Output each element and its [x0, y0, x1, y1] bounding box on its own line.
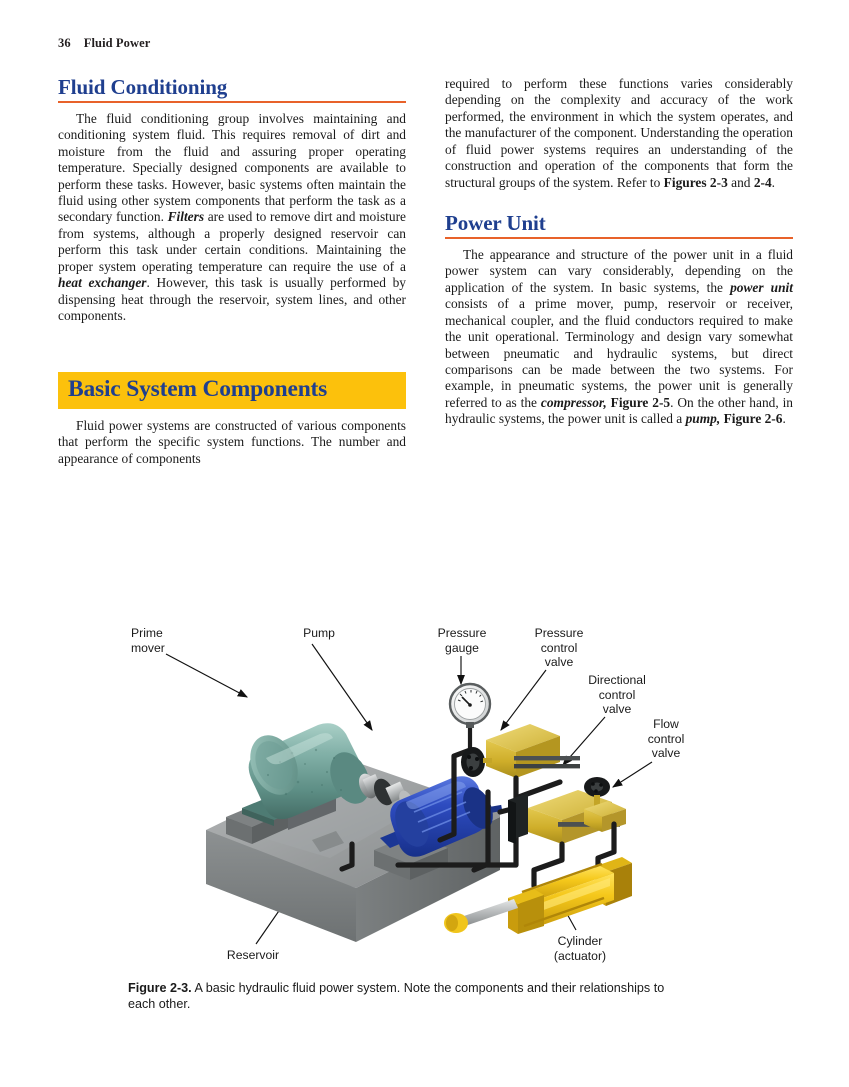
- figure-reference-2-3: Figures 2-3: [663, 174, 728, 190]
- figure-caption-label: Figure 2-3.: [128, 981, 192, 995]
- figure-label-prime-mover: Prime mover: [131, 626, 165, 655]
- gauge-branch-line: [437, 747, 473, 843]
- figure-label-directional-control-valve: Directional control valve: [588, 673, 646, 717]
- text-run: are used to remove dirt and moisture fro…: [58, 209, 406, 274]
- heading-power-unit: Power Unit: [445, 211, 546, 236]
- emphasis-power-unit: power unit: [730, 279, 793, 295]
- paragraph-fluid-conditioning: The fluid conditioning group involves ma…: [58, 111, 406, 325]
- figure-reference-2-5: Figure 2-5: [610, 394, 671, 410]
- paragraph-power-unit: The appearance and structure of the powe…: [445, 247, 793, 428]
- text-run: The fluid conditioning group involves ma…: [58, 110, 406, 225]
- figure-caption: Figure 2-3. A basic hydraulic fluid powe…: [128, 980, 690, 1012]
- emphasis-pump: pump,: [685, 411, 721, 427]
- section-spacer: [445, 191, 793, 212]
- text-run: . However, this task is usually performe…: [58, 275, 406, 324]
- figure-label-cylinder-actuator: Cylinder (actuator): [553, 934, 607, 963]
- figure-label-pump: Pump: [303, 626, 335, 640]
- prime-mover-motor: [242, 723, 370, 826]
- text-run: and: [727, 174, 754, 190]
- banner-following-text: Fluid power systems are constructed of v…: [58, 418, 406, 467]
- emphasis-compressor: compressor,: [540, 394, 607, 410]
- figure-label-flow-control-valve: Flow control valve: [647, 717, 685, 761]
- hydraulic-cylinder: [444, 857, 632, 934]
- emphasis-filters: Filters: [167, 209, 205, 225]
- figure-2-3: Prime mover Pump Pressure gauge Pressure…: [0, 612, 849, 1032]
- figure-caption-text: A basic hydraulic fluid power system. No…: [128, 981, 665, 1012]
- pressure-gauge: [448, 682, 492, 750]
- emphasis-heat-exchanger: heat exchanger: [58, 275, 147, 291]
- banner-basic-system-components: Basic System Components: [58, 371, 406, 409]
- paragraph-basic-system-components: Fluid power systems are constructed of v…: [58, 417, 406, 466]
- text-run: . On the other hand, in hydraulic system…: [445, 394, 793, 427]
- text-run: required to perform these functions vari…: [445, 76, 793, 190]
- figure-label-pressure-control-valve: Pressure control valve: [534, 626, 584, 670]
- text-run: .: [782, 411, 786, 427]
- heading-fluid-conditioning: Fluid Conditioning: [58, 75, 228, 99]
- text-run: The appearance and structure of the powe…: [445, 246, 793, 295]
- text-run: consists of a prime mover, pump, reservo…: [445, 296, 793, 410]
- page-number: 36: [58, 36, 71, 50]
- suction-line: [339, 841, 355, 872]
- left-column: Fluid Conditioning The fluid conditionin…: [58, 75, 406, 467]
- figure-label-pressure-gauge: Pressure gauge: [437, 626, 487, 655]
- right-column: required to perform these functions vari…: [445, 76, 793, 428]
- hydraulic-pump: [380, 776, 503, 857]
- body-columns: Fluid Conditioning The fluid conditionin…: [58, 75, 793, 467]
- book-title: Fluid Power: [83, 36, 151, 50]
- figure-reference-2-4: 2-4: [753, 174, 772, 190]
- heading-rule: [58, 101, 406, 103]
- running-head: 36 Fluid Power: [58, 36, 150, 51]
- heading-rule: [445, 237, 793, 239]
- banner-heading-text: Basic System Components: [68, 375, 328, 402]
- paragraph-continued: required to perform these functions vari…: [445, 76, 793, 191]
- figure-label-reservoir: Reservoir: [226, 948, 280, 962]
- pressure-control-valve: [461, 724, 580, 778]
- figure-reference-2-6: Figure 2-6: [723, 411, 783, 427]
- flow-control-valve: [584, 777, 626, 832]
- hydraulic-system-illustration: [165, 643, 653, 945]
- text-run: .: [771, 174, 776, 190]
